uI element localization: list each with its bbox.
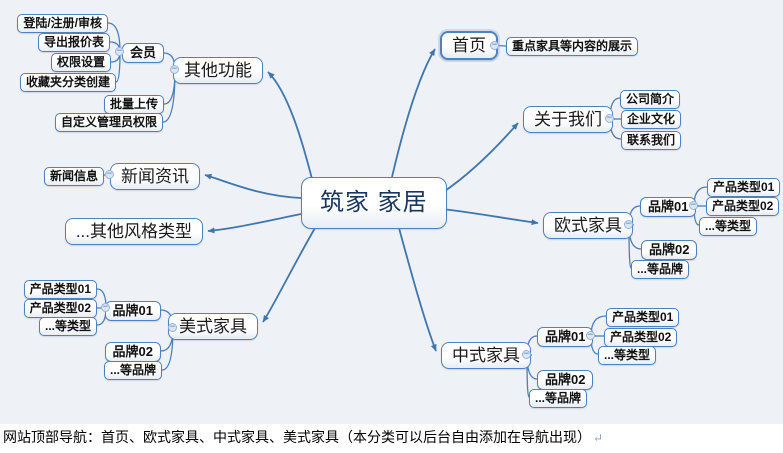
return-mark-icon: ↵ xyxy=(593,431,604,445)
node-company-profile[interactable]: 公司简介 xyxy=(620,90,681,109)
node-american-more-brands[interactable]: ...等品牌 xyxy=(103,361,162,380)
node-european-brand02[interactable]: 品牌02 xyxy=(641,240,698,260)
node-news[interactable]: 新闻资讯 xyxy=(110,163,200,190)
node-chinese-type02[interactable]: 产品类型02 xyxy=(604,328,678,347)
node-login-register-review[interactable]: 登陆/注册/审核 xyxy=(17,14,108,33)
mindmap-canvas: 筑家 家居 其他功能 会员 登陆/注册/审核 导出报价表 权限设置 收藏夹分类创… xyxy=(0,0,783,424)
node-news-info[interactable]: 新闻信息 xyxy=(43,167,104,186)
node-american-type01[interactable]: 产品类型01 xyxy=(23,280,97,299)
node-chinese-more-types[interactable]: ...等类型 xyxy=(598,346,657,365)
collapse-toggle-minus-icon[interactable]: − xyxy=(586,330,595,340)
node-american-type02[interactable]: 产品类型02 xyxy=(23,299,97,318)
node-american-brand02[interactable]: 品牌02 xyxy=(104,342,161,362)
node-european-brand01[interactable]: 品牌01 xyxy=(640,197,697,217)
collapse-toggle-minus-icon[interactable]: − xyxy=(522,349,531,359)
collapse-toggle-minus-icon[interactable]: − xyxy=(170,64,179,74)
node-batch-upload[interactable]: 批量上传 xyxy=(103,95,164,114)
collapse-toggle-minus-icon[interactable]: − xyxy=(624,219,633,229)
node-chinese-more-brands[interactable]: ...等品牌 xyxy=(529,389,588,408)
node-american-furniture[interactable]: 美式家具 xyxy=(168,313,258,340)
node-permission-settings[interactable]: 权限设置 xyxy=(50,53,111,72)
node-custom-admin-rights[interactable]: 自定义管理员权限 xyxy=(54,113,163,132)
footer-note: 网站顶部导航：首页、欧式家具、中式家具、美式家具（本分类可以后台自由添加在导航出… xyxy=(0,424,783,452)
node-favorites-category[interactable]: 收藏夹分类创建 xyxy=(19,73,116,92)
node-home-highlight[interactable]: 重点家具等内容的展示 xyxy=(506,37,639,56)
node-european-furniture[interactable]: 欧式家具 xyxy=(543,212,633,239)
node-american-brand01[interactable]: 品牌01 xyxy=(104,301,161,321)
node-chinese-brand01[interactable]: 品牌01 xyxy=(537,327,594,347)
node-american-more-types[interactable]: ...等类型 xyxy=(38,317,97,336)
node-contact-us[interactable]: 联系我们 xyxy=(621,131,682,150)
collapse-toggle-minus-icon[interactable]: − xyxy=(689,200,698,210)
node-corporate-culture[interactable]: 企业文化 xyxy=(621,110,682,129)
collapse-toggle-minus-icon[interactable]: − xyxy=(115,46,124,56)
collapse-toggle-minus-icon[interactable]: − xyxy=(101,302,110,312)
footer-note-text: 网站顶部导航：首页、欧式家具、中式家具、美式家具（本分类可以后台自由添加在导航出… xyxy=(3,431,591,446)
node-european-type01[interactable]: 产品类型01 xyxy=(707,178,781,197)
node-european-more-brands[interactable]: ...等品牌 xyxy=(631,260,690,279)
collapse-toggle-minus-icon[interactable]: − xyxy=(490,40,499,50)
node-other-functions[interactable]: 其他功能 xyxy=(173,57,263,84)
node-chinese-furniture[interactable]: 中式家具 xyxy=(441,342,531,369)
collapse-toggle-minus-icon[interactable]: − xyxy=(605,113,614,123)
node-other-styles[interactable]: ...其他风格类型 xyxy=(64,218,203,245)
node-chinese-type01[interactable]: 产品类型01 xyxy=(606,308,680,327)
collapse-toggle-minus-icon[interactable]: − xyxy=(168,322,177,332)
node-about-us[interactable]: 关于我们 xyxy=(523,106,613,133)
node-european-type02[interactable]: 产品类型02 xyxy=(706,197,780,216)
collapse-toggle-minus-icon[interactable]: − xyxy=(105,169,114,179)
node-member[interactable]: 会员 xyxy=(121,43,164,63)
node-center-topic[interactable]: 筑家 家居 xyxy=(301,177,447,229)
node-chinese-brand02[interactable]: 品牌02 xyxy=(537,370,594,390)
node-european-more-types[interactable]: ...等类型 xyxy=(699,217,758,236)
node-export-quotes[interactable]: 导出报价表 xyxy=(37,33,110,52)
